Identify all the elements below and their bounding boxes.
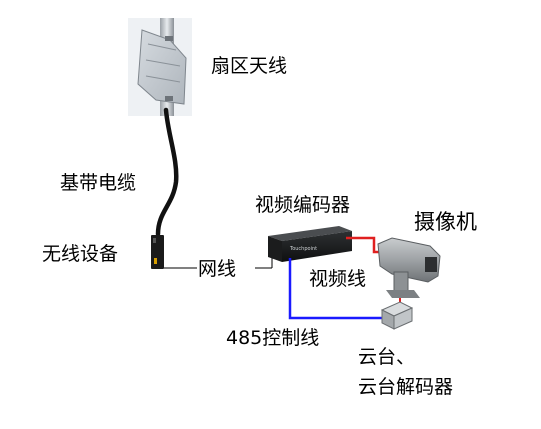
baseband-cable-label: 基带电缆 [60,172,137,194]
camera-image [377,237,441,298]
baseband-cable [155,107,179,237]
ptz-decoder-label: 云台解码器 [358,376,454,398]
control-485-cable-line [288,258,382,320]
encoder-brand-text: Touchpoint [289,246,317,252]
video-cable-label: 视频线 [307,268,369,290]
control-485-label: 485控制线 [226,327,320,349]
wireless-device-label: 无线设备 [42,243,119,265]
sector-antenna-label: 扇区天线 [211,55,288,77]
video-encoder-label: 视频编码器 [255,194,351,216]
ptz-decoder-image [380,301,414,330]
video-cable-line [346,236,382,254]
wireless-device-image [151,235,164,269]
video-encoder-image: Touchpoint [268,226,352,262]
ptz-label: 云台、 [358,346,416,368]
camera-label: 摄像机 [414,210,477,234]
network-cable-label: 网线 [198,258,237,280]
sector-antenna-image [128,18,192,116]
